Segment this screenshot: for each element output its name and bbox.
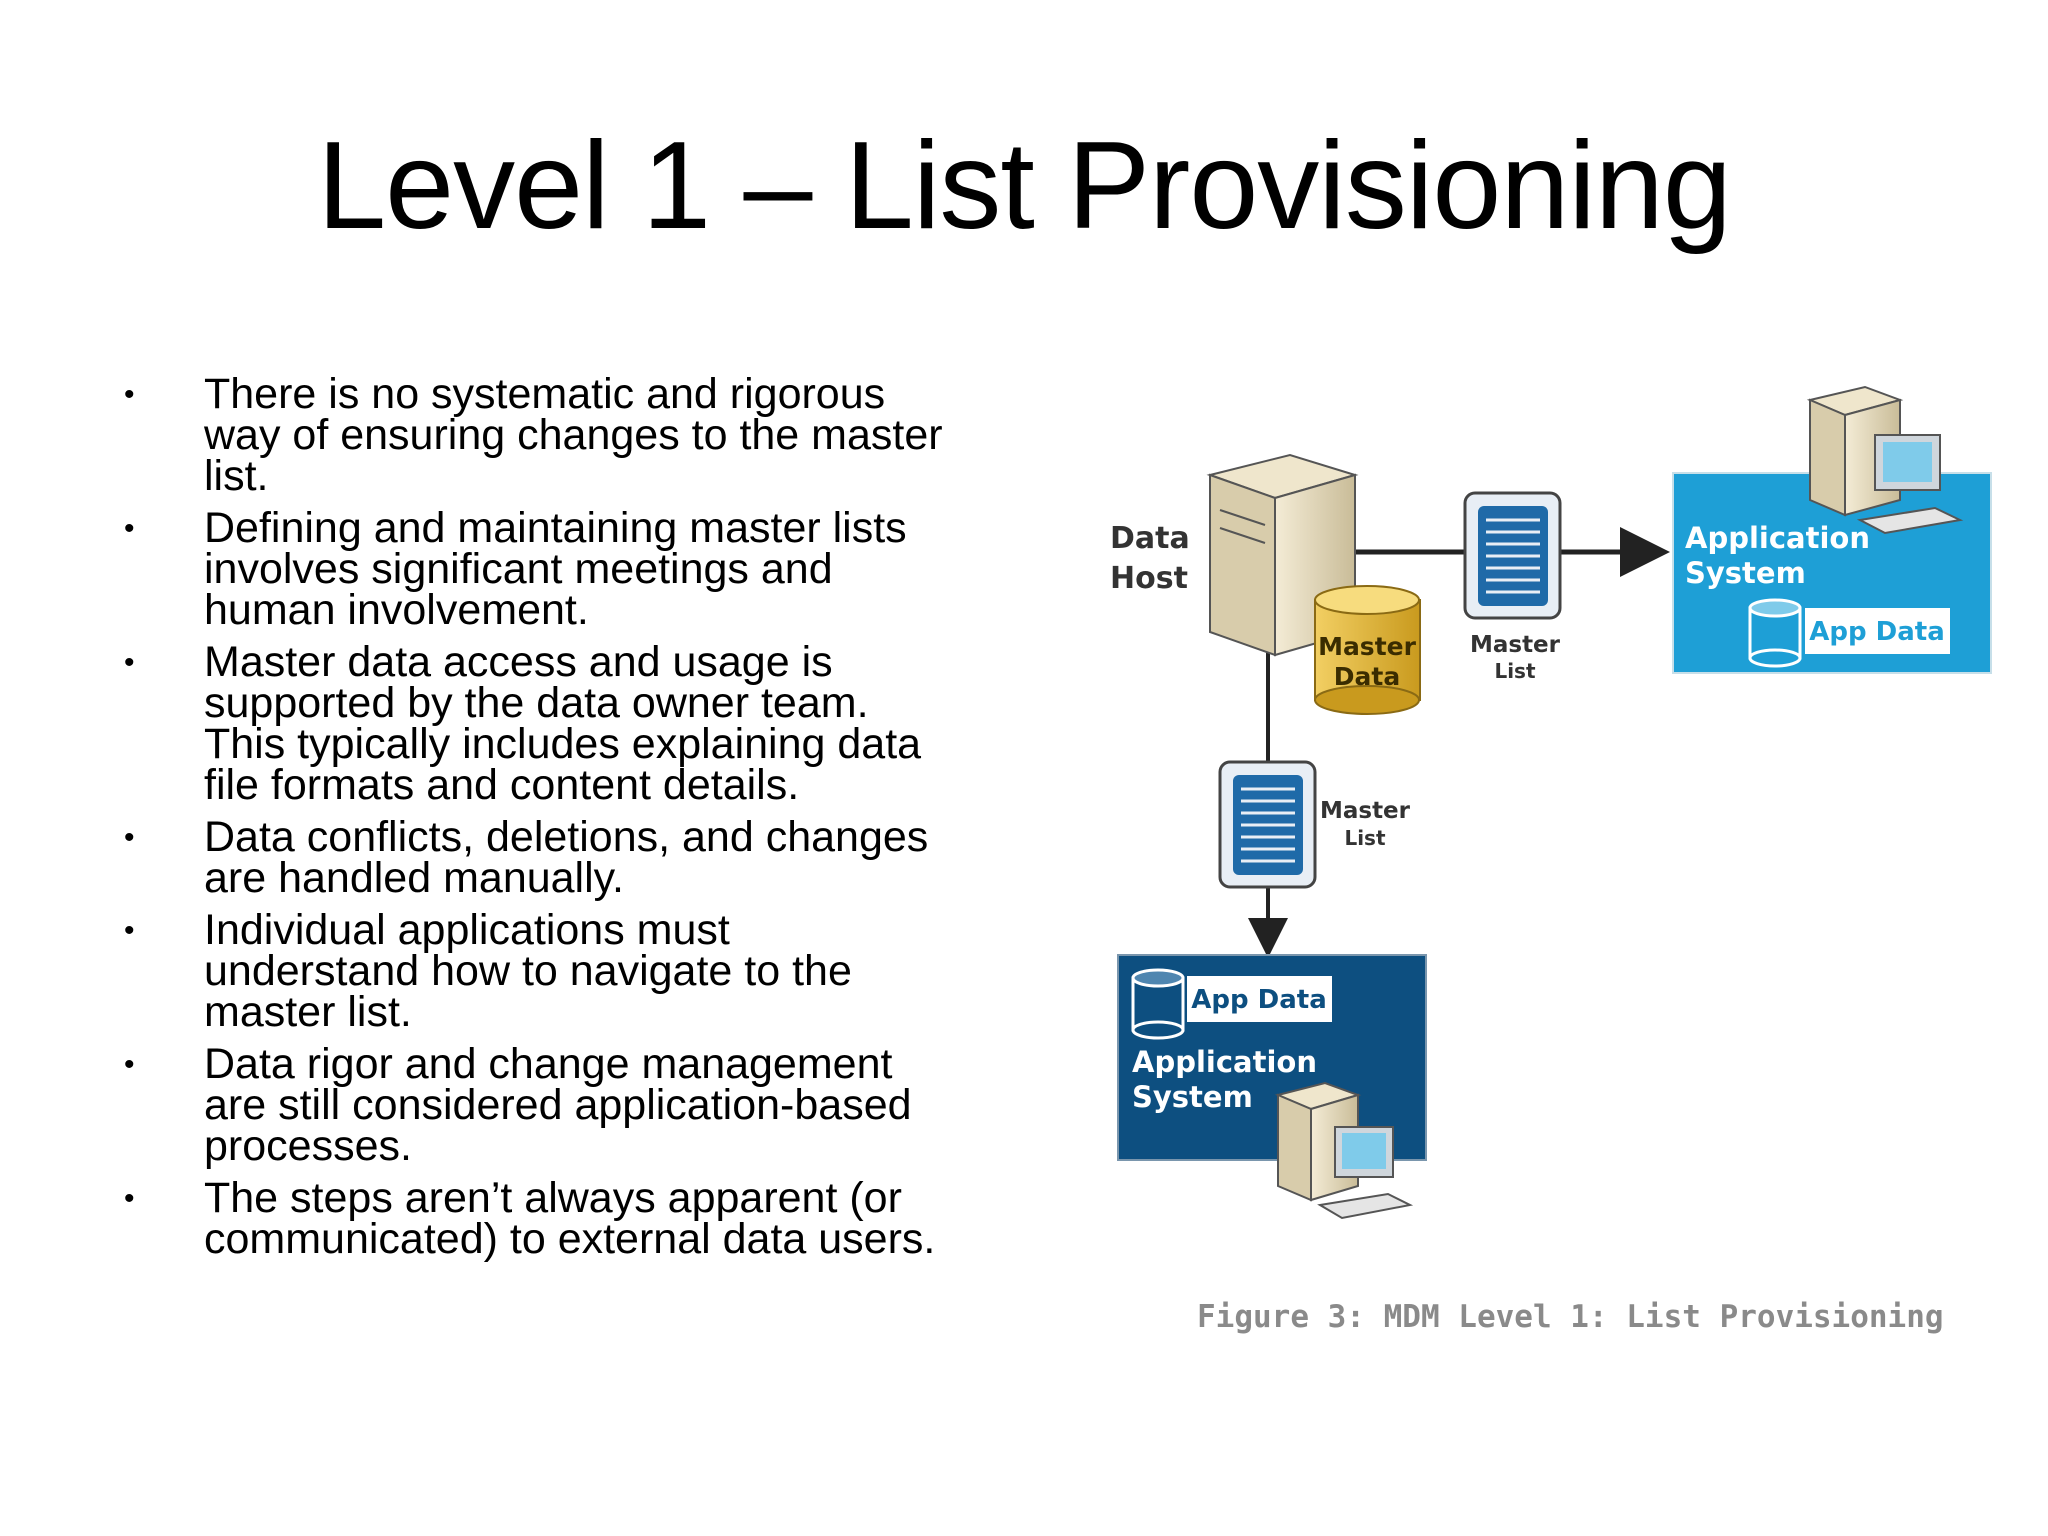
application-system-label: System bbox=[1132, 1080, 1253, 1114]
application-system-line: Application bbox=[1685, 521, 1870, 555]
bullet-dot: • bbox=[124, 512, 135, 545]
bullet-dot: • bbox=[124, 1048, 135, 1081]
master-data-line: Data bbox=[1334, 662, 1400, 691]
data-host-line: Host bbox=[1110, 561, 1188, 596]
app-data-label: App Data bbox=[1191, 985, 1327, 1015]
master-data-label: Data bbox=[1334, 662, 1400, 691]
master-list-line: Master bbox=[1320, 798, 1411, 824]
data-host-server-icon bbox=[1206, 453, 1359, 657]
bullet-dot: • bbox=[124, 1182, 135, 1215]
master-list-document-icon bbox=[1463, 491, 1562, 620]
application-system-label: Application bbox=[1685, 521, 1870, 555]
workstation-icon bbox=[1274, 1081, 1414, 1220]
app-data-label: App Data bbox=[1809, 617, 1945, 647]
data-host-line: Data bbox=[1110, 521, 1190, 556]
app-data-database-icon bbox=[1748, 598, 1802, 668]
application-system-line: System bbox=[1685, 556, 1806, 590]
bullet-dot: • bbox=[124, 821, 135, 854]
master-list-label: Master bbox=[1320, 798, 1411, 824]
data-host-label: Host bbox=[1110, 561, 1188, 596]
master-list-label: List bbox=[1344, 826, 1386, 850]
master-list-line: Master bbox=[1470, 632, 1561, 658]
master-data-label: Master bbox=[1318, 632, 1417, 661]
application-system-label: System bbox=[1685, 556, 1806, 590]
master-list-line: List bbox=[1494, 659, 1536, 683]
app-data-database-icon bbox=[1131, 968, 1185, 1040]
workstation-icon bbox=[1806, 385, 1964, 535]
master-list-document-icon bbox=[1218, 760, 1317, 889]
master-list-label: List bbox=[1494, 659, 1536, 683]
slide-title: Level 1 – List Provisioning bbox=[317, 117, 1732, 255]
master-data-line: Master bbox=[1318, 632, 1417, 661]
data-host-label: Data bbox=[1110, 521, 1190, 556]
figure-caption: Figure 3: MDM Level 1: List Provisioning bbox=[1197, 1299, 1944, 1335]
master-list-line: List bbox=[1344, 826, 1386, 850]
application-system-box: App Data Application System bbox=[1117, 954, 1427, 1161]
mdm-diagram: Data Host Master Data Master List bbox=[1110, 385, 1992, 1335]
application-system-line: Application bbox=[1132, 1045, 1317, 1079]
application-system-box: Application System App Data bbox=[1672, 472, 1992, 674]
bullet-dot: • bbox=[124, 378, 135, 411]
bullet-dot: • bbox=[124, 914, 135, 947]
application-system-label: Application bbox=[1132, 1045, 1317, 1079]
master-data-database-icon bbox=[1314, 585, 1421, 715]
bullet-dot: • bbox=[124, 646, 135, 679]
application-system-line: System bbox=[1132, 1080, 1253, 1114]
master-list-label: Master bbox=[1470, 632, 1561, 658]
